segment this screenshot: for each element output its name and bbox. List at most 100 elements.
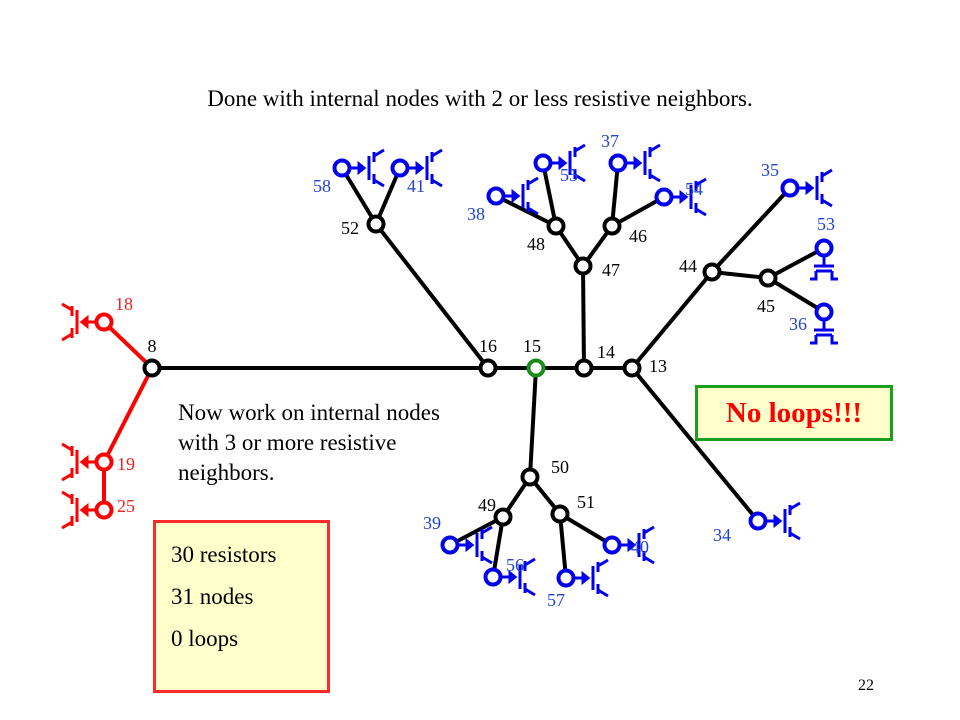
node-45 <box>758 268 778 288</box>
stat-loops: 0 loops <box>171 626 239 651</box>
node-label-35: 35 <box>761 160 779 180</box>
node-label-46: 46 <box>629 226 647 246</box>
no-loops-callout: No loops!!! <box>695 385 893 441</box>
transistor-symbol-18 <box>61 302 95 342</box>
transistor-symbol-34 <box>767 501 801 541</box>
node-44 <box>702 262 722 282</box>
edge-51-57 <box>558 513 568 579</box>
edge-45-53 <box>767 246 825 280</box>
transistor-symbol-54 <box>673 177 707 217</box>
node-39 <box>440 535 460 555</box>
node-14 <box>574 358 594 378</box>
node-56 <box>483 567 503 587</box>
node-15 <box>526 358 546 378</box>
node-8 <box>142 358 162 378</box>
node-label-34: 34 <box>713 525 731 545</box>
transistor-symbol-56 <box>502 557 536 597</box>
edge-49-39 <box>449 515 504 547</box>
instruction-note: Now work on internal nodes with 3 or mor… <box>178 400 440 485</box>
edge-15-50 <box>528 367 538 478</box>
edge-45-36 <box>766 276 826 314</box>
node-51 <box>550 504 570 524</box>
node-label-8: 8 <box>148 336 157 356</box>
node-label-41: 41 <box>407 176 425 196</box>
edge-8-18 <box>102 320 154 370</box>
node-36 <box>814 302 834 322</box>
transistor-symbol-19 <box>61 442 95 482</box>
node-47 <box>573 256 593 276</box>
edge-13-34 <box>630 366 760 523</box>
transistor-symbol-40 <box>621 525 655 565</box>
node-label-57: 57 <box>547 590 565 610</box>
edge-8-19 <box>102 367 154 463</box>
node-label-48: 48 <box>527 234 545 254</box>
edge-16-52 <box>374 222 490 370</box>
node-label-36: 36 <box>789 314 807 334</box>
node-16 <box>478 358 498 378</box>
transistor-symbol-58 <box>351 148 385 188</box>
node-58 <box>332 158 352 178</box>
edge-52-41 <box>374 167 402 225</box>
node-38 <box>486 186 506 206</box>
edge-44-35 <box>710 186 792 274</box>
node-25 <box>94 500 114 520</box>
transistor-symbol-39 <box>459 525 493 565</box>
node-label-37: 37 <box>601 131 619 151</box>
node-label-54: 54 <box>685 179 703 199</box>
node-label-52: 52 <box>341 218 359 238</box>
page-number: 22 <box>858 677 874 694</box>
stats-box: 30 resistors 31 nodes 0 loops <box>153 520 330 693</box>
node-label-58: 58 <box>313 176 331 196</box>
node-50 <box>520 467 540 487</box>
node-52 <box>366 214 386 234</box>
node-48 <box>546 216 566 236</box>
transistor-symbol-53 <box>810 257 838 281</box>
node-55 <box>533 153 553 173</box>
node-label-49: 49 <box>478 495 496 515</box>
transistor-symbol-57 <box>575 558 609 598</box>
node-label-40: 40 <box>631 537 649 557</box>
nodes-layer <box>61 143 838 598</box>
node-35 <box>780 178 800 198</box>
node-18 <box>94 312 114 332</box>
edge-49-56 <box>491 516 505 578</box>
node-label-44: 44 <box>679 256 697 276</box>
node-label-38: 38 <box>467 204 485 224</box>
transistor-symbol-41 <box>409 148 443 188</box>
transistor-symbol-37 <box>627 143 661 183</box>
node-label-19: 19 <box>117 454 135 474</box>
node-label-25: 25 <box>117 496 135 516</box>
slide-title: Done with internal nodes with 2 or less … <box>207 86 753 111</box>
node-34 <box>748 511 768 531</box>
transistor-symbol-36 <box>810 321 838 345</box>
node-49 <box>493 507 513 527</box>
node-label-39: 39 <box>423 513 441 533</box>
transistor-symbol-38 <box>505 176 539 216</box>
node-label-47: 47 <box>602 260 620 280</box>
node-57 <box>556 568 576 588</box>
edge-51-40 <box>558 512 614 547</box>
node-label-16: 16 <box>479 336 497 356</box>
node-19 <box>94 452 114 472</box>
edge-48-38 <box>495 194 557 228</box>
edge-46-54 <box>611 195 665 228</box>
node-41 <box>390 158 410 178</box>
node-53 <box>814 238 834 258</box>
node-label-15: 15 <box>523 336 541 356</box>
edge-48-55 <box>541 162 558 227</box>
node-label-51: 51 <box>577 492 595 512</box>
node-label-55: 55 <box>560 165 578 185</box>
stat-nodes: 31 nodes <box>171 584 254 609</box>
node-46 <box>602 216 622 236</box>
transistor-symbol-25 <box>61 490 95 530</box>
node-37 <box>608 153 628 173</box>
node-label-18: 18 <box>115 294 133 314</box>
node-54 <box>654 187 674 207</box>
node-label-56: 56 <box>506 555 524 575</box>
stat-resistors: 30 resistors <box>171 542 277 567</box>
edge-52-58 <box>340 166 378 226</box>
node-label-13: 13 <box>649 356 667 376</box>
transistor-symbol-35 <box>799 168 833 208</box>
